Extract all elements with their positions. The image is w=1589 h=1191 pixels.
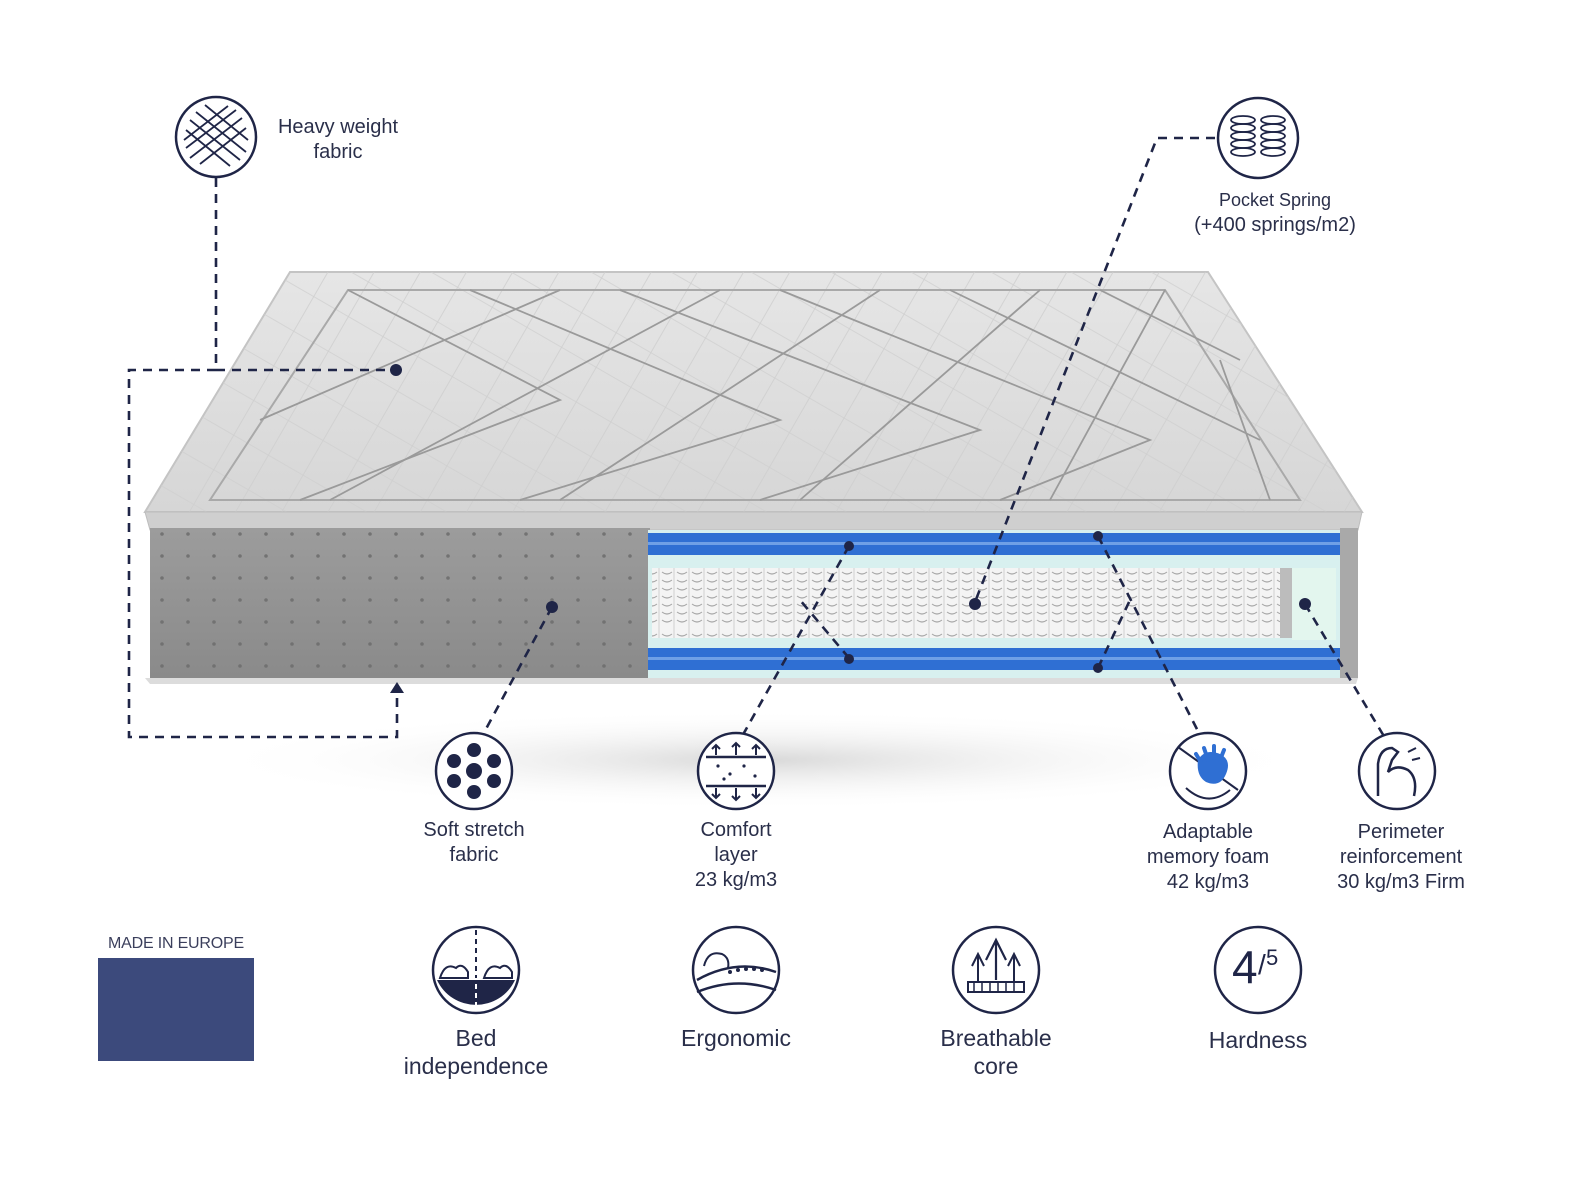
label-bed-independence: Bed independence [396,1024,556,1080]
label-pocket-spring: Pocket Spring (+400 springs/m2) [1180,188,1370,238]
heavy-fabric-line1: Heavy weight [277,116,399,138]
mattress-top-border [208,289,1302,501]
pocket-spring-line1: Pocket Spring [1218,190,1332,210]
bed-independence-icon [431,925,521,1015]
memory-density: 42 kg/m3 [1166,871,1250,893]
hardness-scale: 5 [1266,945,1279,970]
label-heavy-weight-fabric: Heavy weight fabric [268,115,408,165]
arrow-up-icon [390,682,404,693]
perimeter-density: 30 kg/m3 Firm [1337,871,1465,893]
springs-icon [1216,96,1300,180]
perimeter-foam [1292,568,1336,640]
flexed-arm-icon [1357,731,1437,811]
label-hardness: Hardness [1188,1026,1328,1054]
leader-memory-foam-2 [1096,599,1132,669]
quilting-lines [259,289,1271,501]
hand-press-icon [1168,731,1248,811]
hardness-slash: / [1258,949,1266,980]
leader-side-loop [127,368,399,739]
label-memory-foam: Adaptable memory foam 42 kg/m3 [1133,820,1283,895]
hardness-icon [1213,925,1303,1015]
comfort-layer-icon [696,731,776,811]
mattress-front-band [144,511,1363,531]
woven-fabric-icon [174,95,258,179]
label-breathable: Breathable core [926,1024,1066,1080]
pocket-spring-core [652,568,1280,638]
comfort-line1: Comfort [700,819,772,841]
bed-line1: Bed [455,1025,497,1051]
leader-comfort-layer-2 [799,599,850,659]
leader-perimeter [1303,603,1387,739]
hardness-label: Hardness [1208,1027,1308,1053]
breathable-line1: Breathable [940,1025,1052,1051]
memory-line1: Adaptable [1162,821,1254,843]
label-ergonomic: Ergonomic [666,1024,806,1052]
comfort-line2: layer [714,844,758,866]
leader-memory-foam [1096,535,1202,736]
perimeter-line2: reinforcement [1339,846,1463,868]
soft-stretch-line1: Soft stretch [423,819,525,841]
leader-pocket-spring [973,136,1215,603]
leader-comfort-layer [738,545,851,741]
perimeter-line1: Perimeter [1357,821,1445,843]
memory-line2: memory foam [1146,846,1270,868]
label-comfort-layer: Comfort layer 23 kg/m3 [666,818,806,893]
label-perimeter: Perimeter reinforcement 30 kg/m3 Firm [1326,820,1476,895]
ergonomic-body-icon [691,925,781,1015]
made-in-europe-caption: MADE IN EUROPE [108,935,244,952]
breathable-line2: core [973,1053,1019,1079]
breathable-arrows-icon [951,925,1041,1015]
hardness-value: 4 [1232,941,1258,993]
comfort-density: 23 kg/m3 [694,869,778,891]
mattress-side-right [1340,528,1358,678]
pocket-spring-line2: (+400 springs/m2) [1194,214,1356,236]
stretch-fabric-icon [434,731,514,811]
leader-lines [127,136,1387,741]
label-soft-stretch-fabric: Soft stretch fabric [404,818,544,868]
eu-flag [98,958,254,1061]
anchor-dots [390,364,1311,673]
heavy-fabric-line2: fabric [313,141,363,163]
mattress-cutaway [648,530,1340,678]
bed-line2: independence [403,1053,549,1079]
soft-stretch-line2: fabric [449,844,499,866]
ergonomic-line1: Ergonomic [681,1025,791,1051]
mattress [143,271,1364,684]
